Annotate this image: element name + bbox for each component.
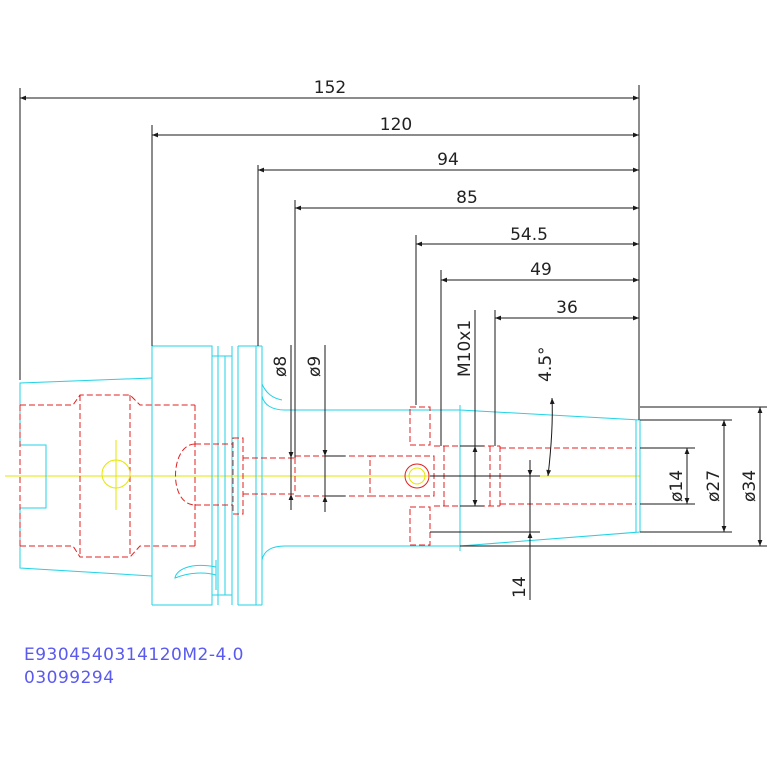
- dim-36: 36: [556, 298, 578, 318]
- dim-54-5: 54.5: [510, 225, 548, 245]
- dim-85: 85: [456, 188, 478, 208]
- dim-49: 49: [530, 260, 552, 280]
- part-code-line-2: 03099294: [24, 668, 115, 688]
- holder-outline: [19, 345, 641, 606]
- dim-14: 14: [510, 576, 530, 598]
- dim-dia-14: ø14: [667, 470, 687, 502]
- dim-dia-27: ø27: [704, 470, 724, 502]
- dimension-lines: [19, 85, 767, 600]
- centerline: [5, 440, 640, 510]
- part-code-line-1: E9304540314120M2-4.0: [24, 645, 245, 665]
- cross-holes: [101, 459, 430, 489]
- dim-120: 120: [380, 115, 412, 135]
- dim-dia-34: ø34: [740, 470, 760, 502]
- dim-thread-m10x1: M10x1: [455, 320, 475, 377]
- dim-dia-8: ø8: [271, 356, 291, 377]
- dim-dia-9: ø9: [305, 356, 325, 377]
- dim-152: 152: [314, 78, 346, 98]
- dim-angle-4-5: 4.5°: [536, 346, 556, 382]
- dimension-labels: 152 120 94 85 54.5 49 36 ø8 ø9 M10x1 4.5…: [271, 78, 760, 598]
- dim-94: 94: [437, 150, 459, 170]
